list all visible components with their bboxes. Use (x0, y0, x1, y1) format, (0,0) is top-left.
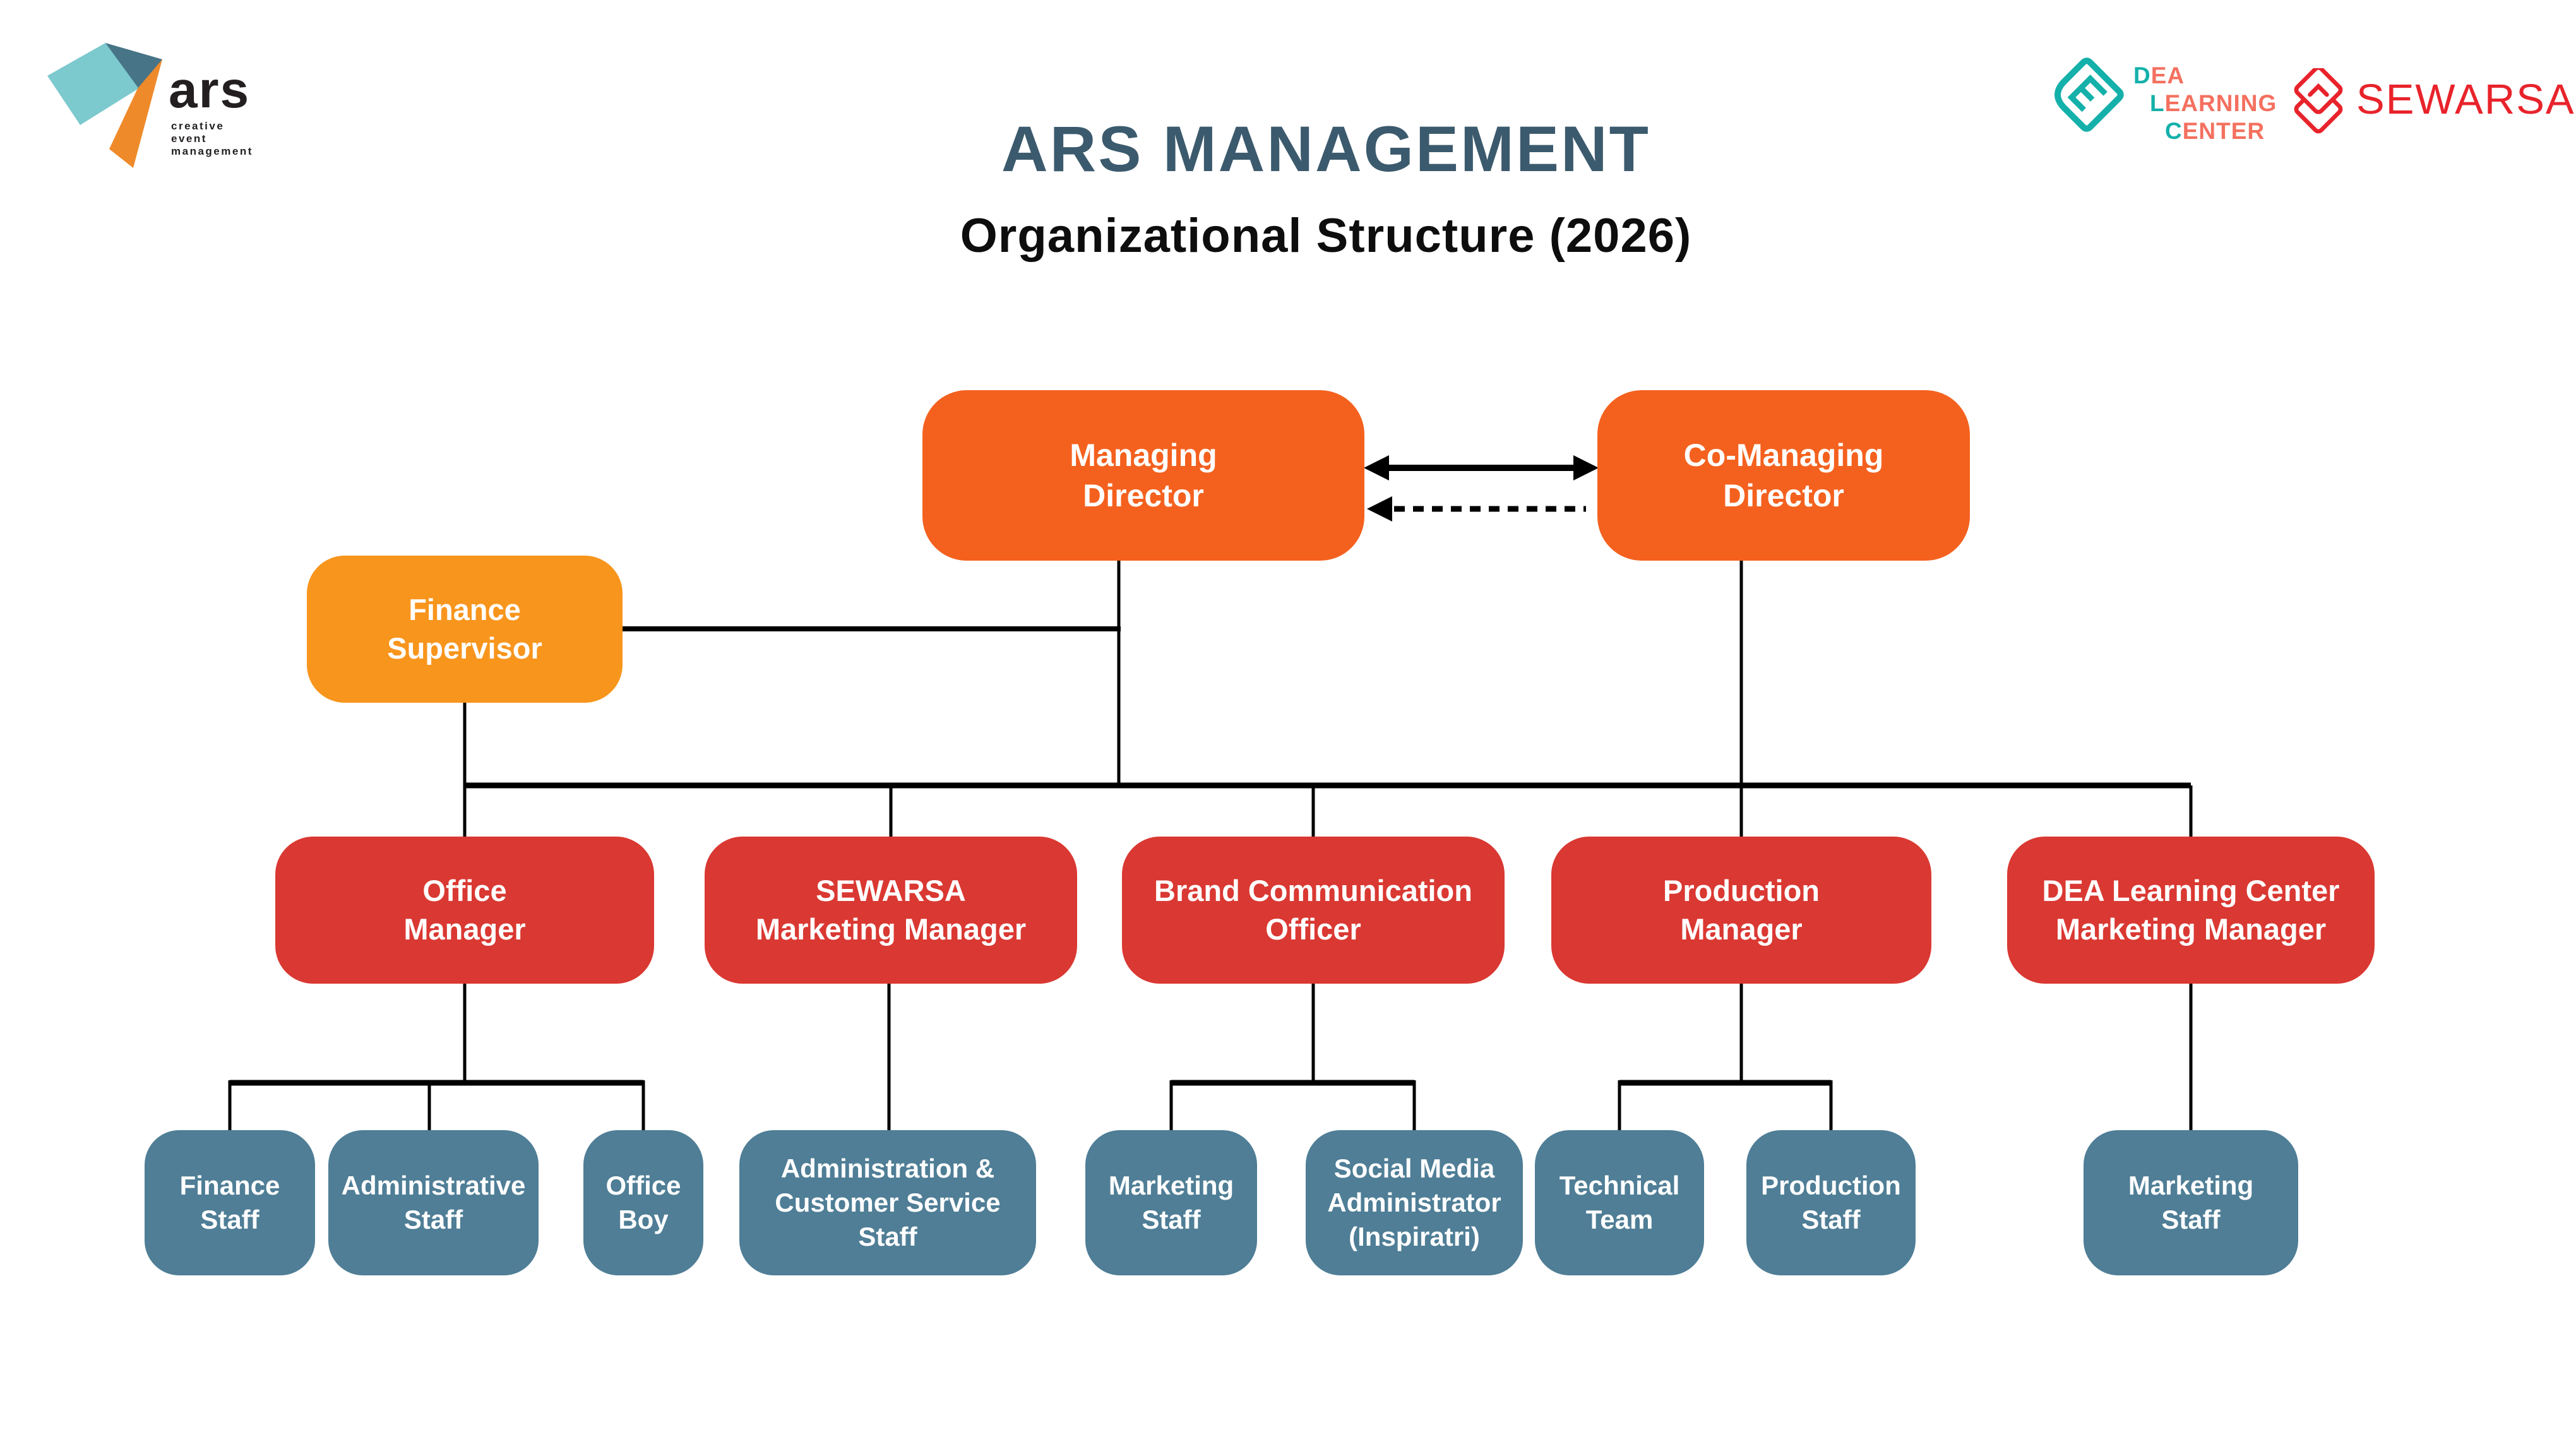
node-marketing-staff-dea: Marketing Staff (2084, 1130, 2298, 1275)
page-title: ARS MANAGEMENT (1001, 113, 1650, 185)
ars-tagline-line2: event (171, 133, 207, 145)
node-dea-marketing-manager: DEA Learning Center Marketing Manager (2007, 837, 2375, 984)
node-label: Marketing Staff (1108, 1171, 1234, 1234)
node-finance-supervisor: Finance Supervisor (307, 556, 623, 703)
node-label: Office Manager (403, 874, 526, 946)
node-label: SEWARSA Marketing Manager (755, 874, 1027, 946)
node-office-boy: Office Boy (583, 1130, 703, 1275)
node-administrative-staff: Administrative Staff (328, 1130, 539, 1275)
node-label: Finance Supervisor (387, 593, 542, 665)
node-label: Managing Director (1070, 438, 1217, 513)
dea-logo-line3: CENTER (2165, 118, 2265, 144)
node-production-staff: Production Staff (1746, 1130, 1916, 1275)
node-brand-communication-officer: Brand Communication Officer (1122, 837, 1505, 984)
node-label: Administrative Staff (341, 1171, 526, 1234)
sewarsa-mark-top-diamond (2294, 68, 2343, 114)
ars-logo-orange-shape (109, 59, 162, 168)
sewarsa-wordmark: SEWARSA (2356, 76, 2575, 123)
ars-tagline-line3: management (171, 145, 253, 157)
node-label: Production Staff (1761, 1171, 1901, 1234)
node-label: Production Manager (1662, 874, 1820, 946)
dea-mark-monogram (2067, 75, 2108, 112)
dea-learning-center-logo: DEA LEARNING CENTER (2048, 56, 2277, 145)
dea-logo-line2: LEARNING (2150, 90, 2277, 116)
ars-logo-teal-shape (47, 43, 141, 125)
node-label: Brand Communication Officer (1154, 874, 1472, 946)
dea-logo-text: DEA LEARNING CENTER (2133, 62, 2277, 145)
ars-tagline-line1: creative (171, 120, 224, 132)
node-admin-cs-staff: Administration & Customer Service Staff (739, 1130, 1036, 1275)
node-label: Office Boy (605, 1171, 681, 1234)
arrow-solid-left-head (1364, 455, 1389, 480)
node-production-manager: Production Manager (1551, 837, 1931, 984)
node-label: Co-Managing Director (1683, 438, 1884, 513)
node-technical-team: Technical Team (1535, 1130, 1704, 1275)
arrow-solid-right-head (1573, 455, 1599, 480)
ars-logo: ars creative event management (47, 43, 253, 168)
node-label: Marketing Staff (2128, 1171, 2254, 1234)
dea-logo-line1: DEA (2133, 63, 2185, 88)
node-label: Administration & Customer Service Staff (775, 1154, 1001, 1251)
ars-wordmark: ars (169, 61, 250, 119)
node-finance-staff: Finance Staff (145, 1130, 315, 1275)
dea-mark-outline (2054, 57, 2124, 132)
node-label: Technical Team (1559, 1171, 1680, 1234)
node-managing-director: Managing Director (922, 390, 1364, 561)
node-label: Social Media Administrator (Inspiratri) (1327, 1154, 1501, 1251)
sewarsa-mark-chevron (2308, 83, 2329, 97)
arrow-dashed-left-head (1367, 496, 1392, 522)
dea-logo-mark-icon (2054, 57, 2124, 132)
page-subtitle: Organizational Structure (2026) (960, 209, 1692, 263)
sewarsa-logo: SEWARSA (2291, 68, 2575, 134)
node-marketing-staff-brand: Marketing Staff (1085, 1130, 1257, 1275)
node-co-managing-director: Co-Managing Director (1597, 390, 1970, 561)
node-office-manager: Office Manager (275, 837, 654, 984)
node-sewarsa-marketing-manager: SEWARSA Marketing Manager (705, 837, 1077, 984)
node-label: DEA Learning Center Marketing Manager (2042, 874, 2340, 946)
node-label: Finance Staff (179, 1171, 280, 1234)
node-social-media-admin: Social Media Administrator (Inspiratri) (1306, 1130, 1523, 1275)
sewarsa-logo-mark-icon (2294, 68, 2343, 134)
